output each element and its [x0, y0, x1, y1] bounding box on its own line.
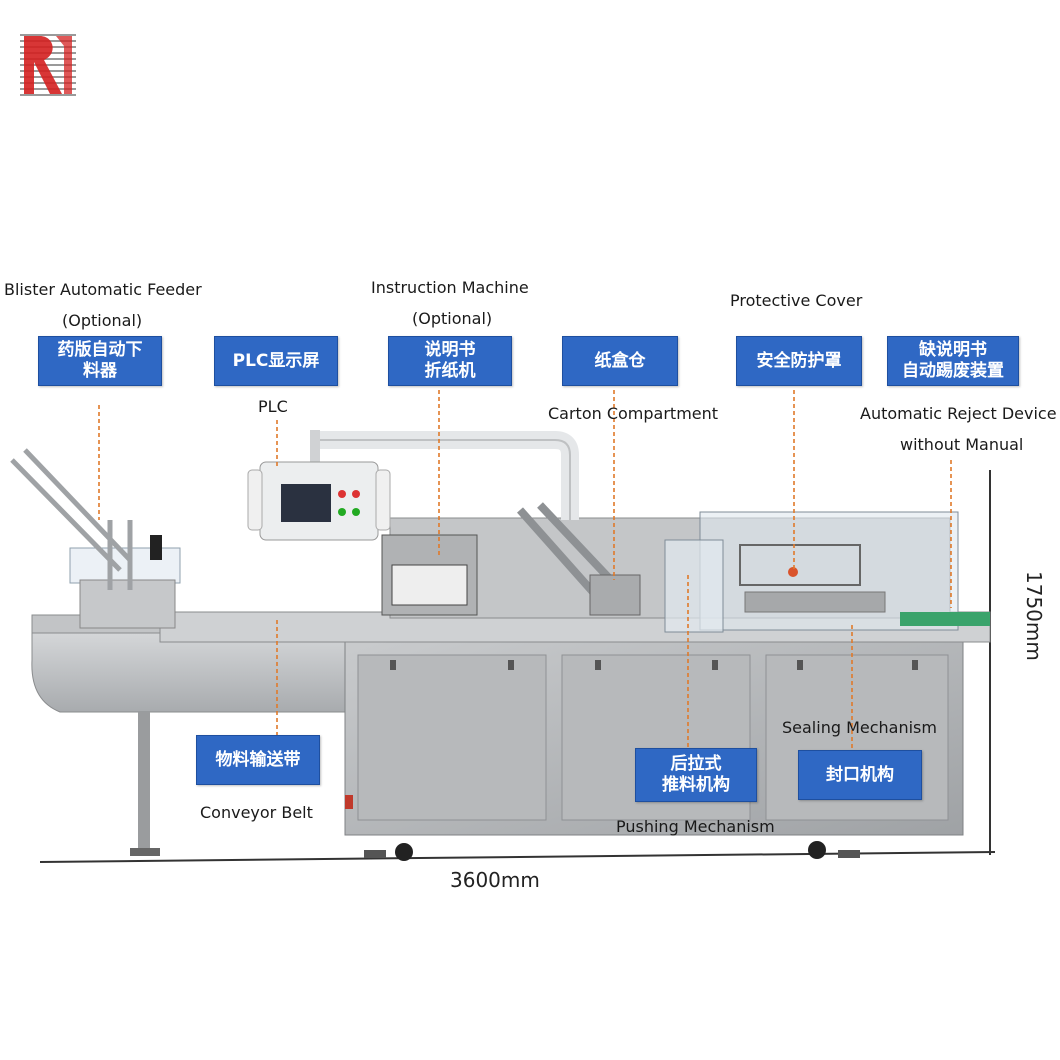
protective-cover-label-en: Protective Cover	[730, 291, 863, 310]
blister-feeder-label-cn: 药版自动下料器	[38, 336, 162, 386]
width-dimension: 3600mm	[450, 868, 540, 892]
blister-feeder-optional-label: (Optional)	[62, 311, 143, 330]
conveyor-belt-label-cn: 物料输送带	[196, 735, 320, 785]
carton-compartment-label-cn: 纸盒仓	[562, 336, 678, 386]
instruction-optional-label: (Optional)	[412, 309, 493, 328]
protective-cover-label-cn: 安全防护罩	[736, 336, 862, 386]
pushing-mechanism-label-en: Pushing Mechanism	[616, 817, 775, 836]
sealing-mechanism-label-en: Sealing Mechanism	[782, 718, 937, 737]
pushing-mechanism-label-cn: 后拉式推料机构	[635, 748, 757, 802]
instruction-machine-label-en: Instruction Machine	[371, 278, 529, 297]
plc-screen-label-cn: PLC显示屏	[214, 336, 338, 386]
conveyor-belt-label-en: Conveyor Belt	[200, 803, 313, 822]
instruction-folder-label-cn: 说明书折纸机	[388, 336, 512, 386]
brand-logo-icon	[20, 34, 76, 96]
blister-feeder-label-en: Blister Automatic Feeder	[4, 280, 202, 299]
sealing-mechanism-label-cn: 封口机构	[798, 750, 922, 800]
plc-label-en: PLC	[258, 397, 288, 416]
reject-device-label-en: Automatic Reject Device	[860, 404, 1057, 423]
height-dimension: 1750mm	[1022, 571, 1046, 661]
reject-device-label-en-2: without Manual	[900, 435, 1024, 454]
carton-compartment-label-en: Carton Compartment	[548, 404, 719, 423]
reject-device-label-cn: 缺说明书自动踢废装置	[887, 336, 1019, 386]
